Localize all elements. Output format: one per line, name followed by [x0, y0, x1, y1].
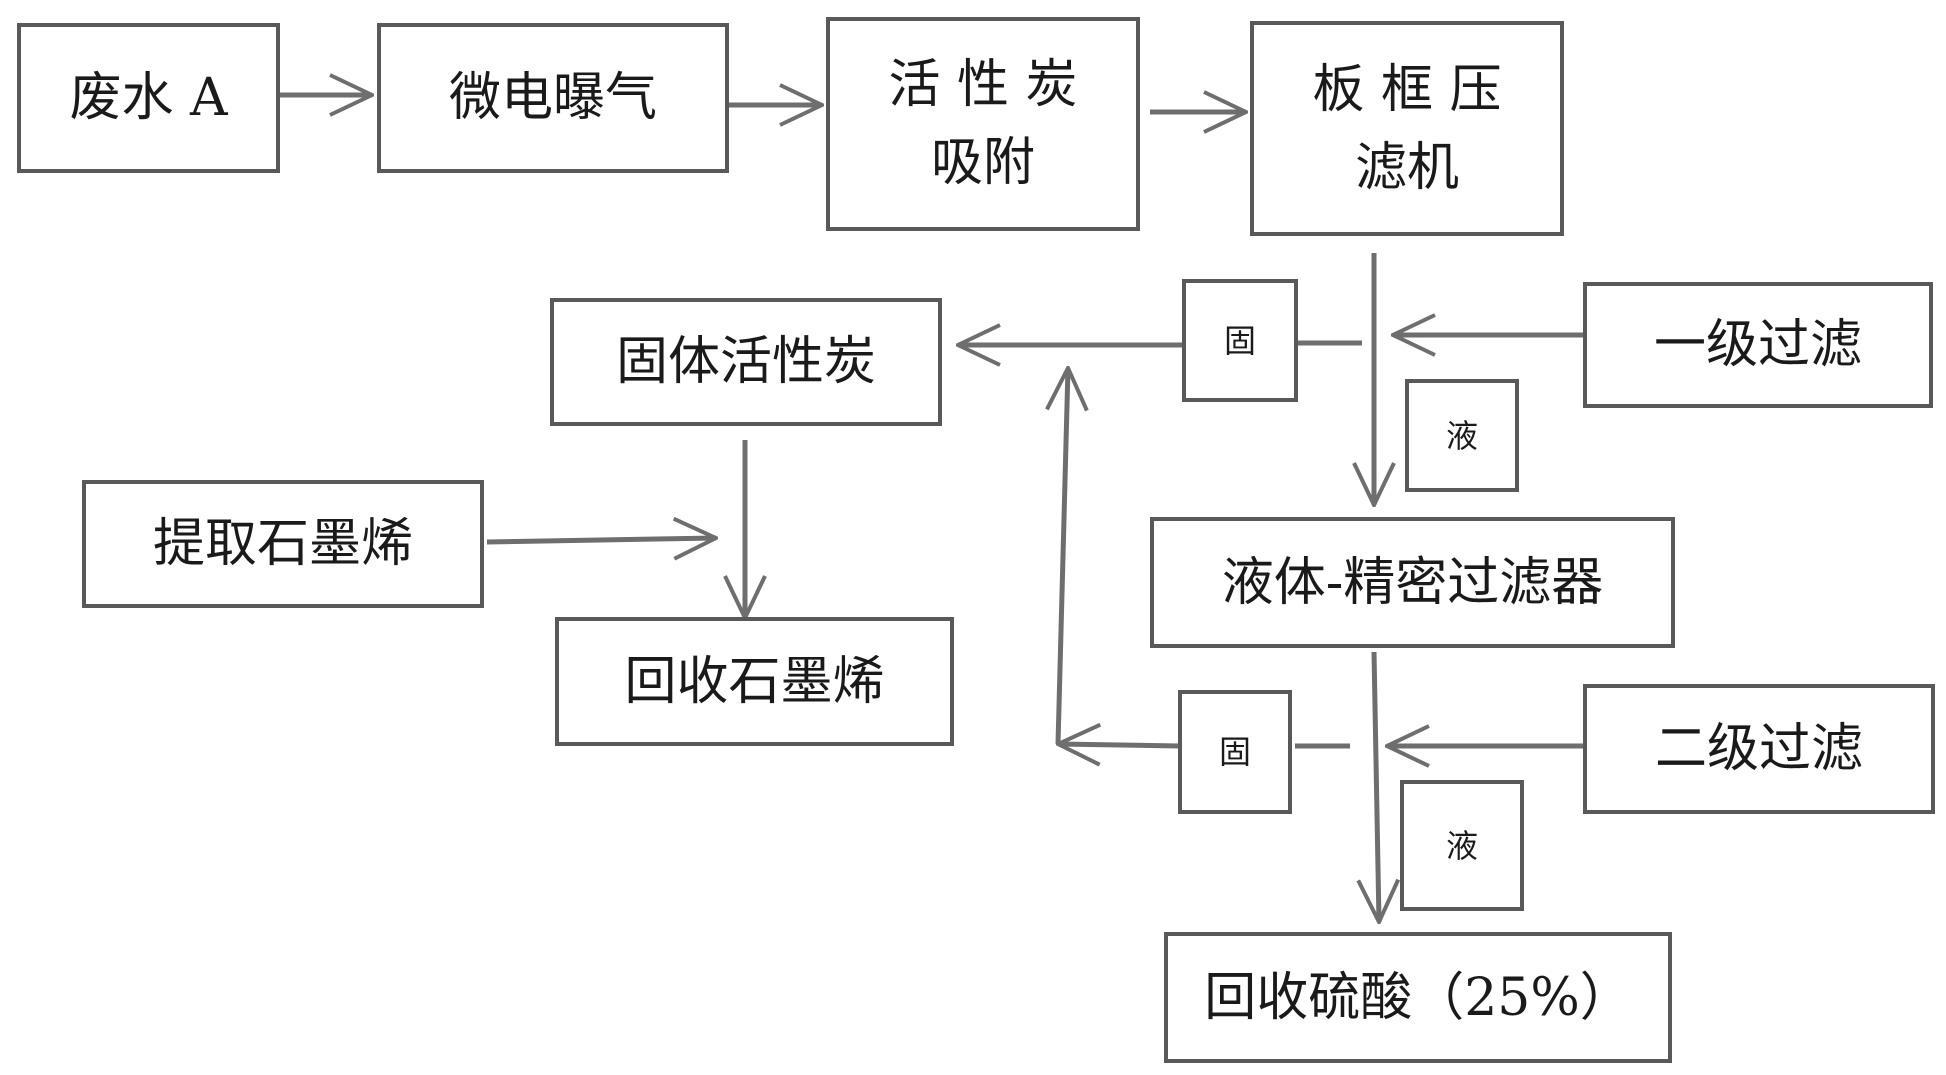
wastewater-label: 废水 A: [69, 68, 228, 128]
second-filtration-box: 二级过滤: [1583, 684, 1935, 814]
solid-carbon-label: 固体活性炭: [615, 332, 876, 392]
wastewater-box: 废水 A: [17, 23, 280, 173]
arrow-solid2-left: [1058, 744, 1181, 746]
micro-aeration-box: 微电曝气: [377, 23, 729, 173]
arrow-extract-graphene: [486, 538, 716, 542]
precision-filter-label: 液体-精密过滤器: [1221, 552, 1604, 613]
extract-graphene-box: 提取石墨烯: [82, 480, 484, 608]
first-filtration-box: 一级过滤: [1583, 282, 1933, 408]
arrow-return-up: [1058, 368, 1068, 745]
liquid-tag-1: 液: [1405, 379, 1519, 492]
filter-press-label-line1: 板 框 压: [1312, 59, 1502, 120]
solid-tag-1-label: 固: [1223, 321, 1256, 360]
arrow-precision-to-acid: [1374, 651, 1379, 922]
precision-filter-box: 液体-精密过滤器: [1150, 517, 1675, 648]
solid-tag-1: 固: [1182, 279, 1298, 402]
extract-graphene-label: 提取石墨烯: [152, 514, 413, 574]
recover-acid-box: 回收硫酸（25%）: [1164, 932, 1672, 1063]
liquid-tag-2: 液: [1400, 780, 1524, 911]
liquid-tag-2-label: 液: [1445, 826, 1478, 865]
solid-carbon-box: 固体活性炭: [550, 298, 942, 426]
filter-press-label-line2: 滤机: [1354, 137, 1459, 198]
first-filtration-label: 一级过滤: [1653, 315, 1862, 375]
recover-graphene-box: 回收石墨烯: [555, 617, 954, 746]
carbon-adsorption-box: 活 性 炭 吸附: [826, 17, 1140, 231]
filter-press-box: 板 框 压 滤机: [1250, 21, 1564, 236]
solid-tag-2: 固: [1178, 690, 1292, 814]
liquid-tag-1-label: 液: [1445, 416, 1478, 455]
second-filtration-label: 二级过滤: [1654, 719, 1863, 779]
micro-aeration-label: 微电曝气: [448, 68, 657, 128]
recover-acid-label: 回收硫酸（25%）: [1204, 967, 1632, 1028]
recover-graphene-label: 回收石墨烯: [624, 651, 885, 712]
carbon-adsorption-label-line2: 吸附: [930, 133, 1035, 193]
solid-tag-2-label: 固: [1218, 733, 1251, 771]
carbon-adsorption-label-line1: 活 性 炭: [888, 55, 1078, 115]
